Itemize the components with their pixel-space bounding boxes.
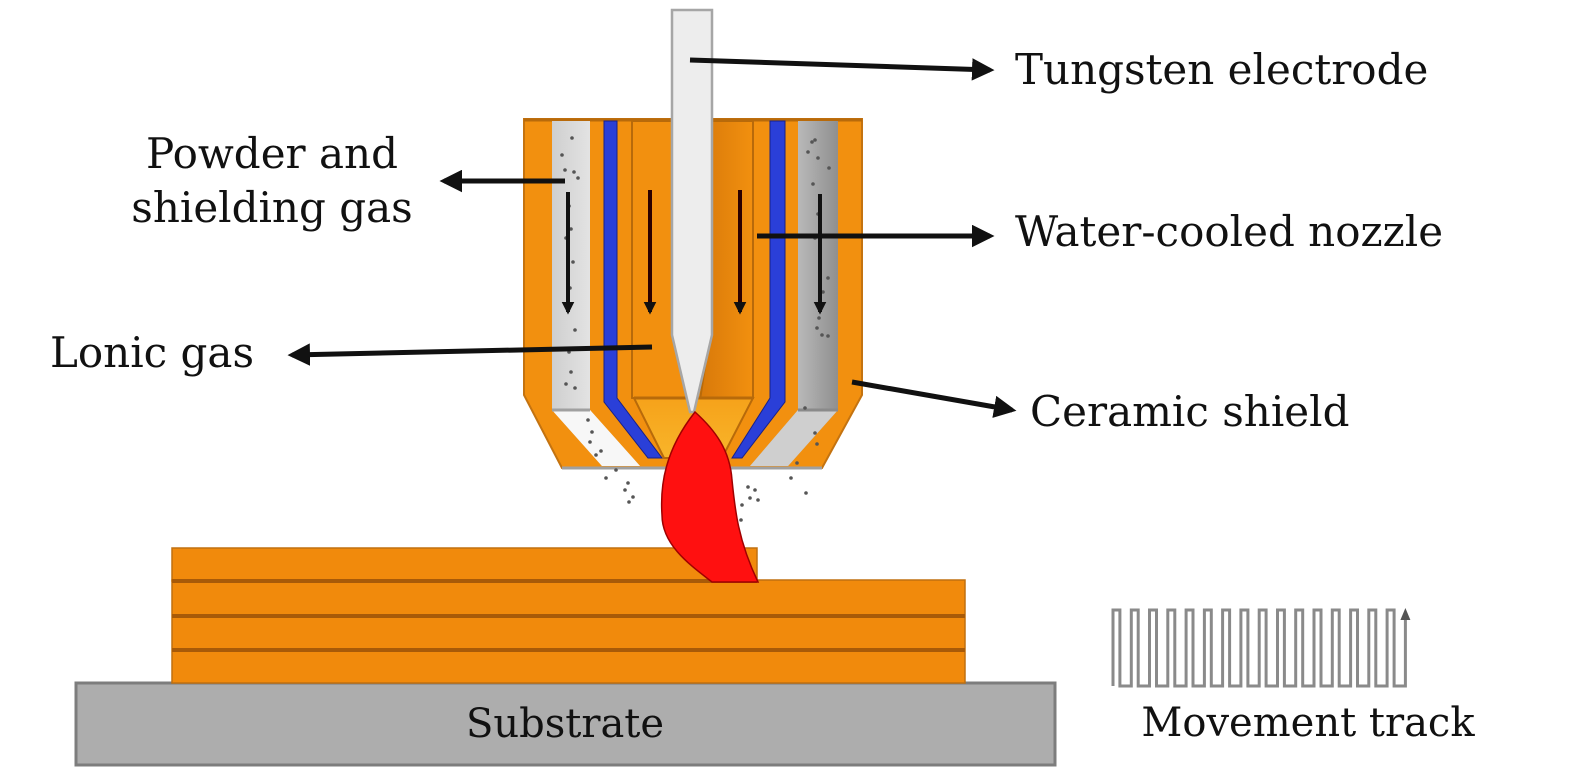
- cooling-channel-right: [731, 120, 786, 459]
- powder-particle: [571, 260, 575, 264]
- powder-particle: [588, 440, 592, 444]
- leader-tungsten-electrode: [689, 57, 995, 81]
- movement-track-path: [1111, 608, 1407, 688]
- substrate: Substrate: [74, 681, 1057, 767]
- powder-particle: [740, 503, 744, 507]
- substrate-label: Substrate: [466, 701, 664, 747]
- powder-particle: [817, 316, 821, 320]
- powder-particle: [795, 461, 799, 465]
- powder-particle: [821, 290, 825, 294]
- powder-particle: [826, 334, 830, 338]
- powder-particle: [756, 498, 760, 502]
- powder-particle: [816, 156, 820, 160]
- powder-particle: [564, 382, 568, 386]
- powder-particle: [614, 468, 618, 472]
- powder-particle: [813, 138, 817, 142]
- tungsten-electrode-label: Tungsten electrode: [1015, 45, 1428, 94]
- water-cooled-nozzle-label: Water-cooled nozzle: [1015, 207, 1443, 256]
- powder-particle: [813, 431, 817, 435]
- powder-particle: [573, 328, 577, 332]
- powder-particle: [569, 370, 573, 374]
- powder-particle: [806, 150, 810, 154]
- movement-track: Movement track: [1111, 608, 1475, 746]
- powder-particle: [739, 518, 743, 522]
- powder-particle: [599, 449, 603, 453]
- powder-particle: [753, 488, 757, 492]
- powder-particle: [604, 476, 608, 480]
- powder-particle: [573, 386, 577, 390]
- powder-particle: [827, 166, 831, 170]
- plasma-arc: [660, 410, 760, 583]
- powder-particle: [820, 333, 824, 337]
- powder-particle: [563, 168, 567, 172]
- powder-particle: [560, 153, 564, 157]
- ionic-gas-label: Lonic gas: [50, 328, 254, 377]
- powder-particle: [627, 500, 631, 504]
- powder-gas-label-line1: Powder and: [146, 129, 398, 178]
- powder-channel-right: [750, 121, 838, 466]
- powder-particle: [748, 496, 752, 500]
- powder-particle: [569, 227, 573, 231]
- powder-particle: [811, 182, 815, 186]
- powder-particle: [815, 326, 819, 330]
- powder-particle: [789, 476, 793, 480]
- flow-arrows: [561, 190, 827, 315]
- powder-particle: [594, 453, 598, 457]
- tungsten-electrode: [670, 8, 714, 414]
- powder-particle: [810, 140, 814, 144]
- leader-ceramic-shield: [851, 379, 1017, 418]
- layer-stack: [171, 579, 966, 684]
- ceramic-shield-label: Ceramic shield: [1030, 387, 1349, 436]
- powder-channel-left: [552, 121, 640, 466]
- powder-particle: [576, 176, 580, 180]
- powder-particle: [826, 276, 830, 280]
- cooling-channel-left: [603, 120, 663, 459]
- movement-track-arrowhead: [1400, 608, 1411, 620]
- powder-particle: [590, 430, 594, 434]
- powder-particle: [631, 495, 635, 499]
- layer-top: [171, 547, 758, 582]
- powder-particle: [746, 485, 750, 489]
- movement-track-label: Movement track: [1141, 700, 1475, 746]
- powder-particle: [804, 491, 808, 495]
- leader-ionic-gas: [287, 343, 653, 366]
- powder-particle: [623, 488, 627, 492]
- powder-particle: [586, 418, 590, 422]
- deposited-layers: [171, 547, 966, 684]
- powder-particle: [572, 170, 576, 174]
- powder-gas-label-line2: shielding gas: [131, 183, 412, 232]
- powder-particle: [803, 406, 807, 410]
- powder-particle: [815, 442, 819, 446]
- callout-leaders: [287, 57, 1017, 418]
- powder-particle: [626, 481, 630, 485]
- powder-particle: [570, 136, 574, 140]
